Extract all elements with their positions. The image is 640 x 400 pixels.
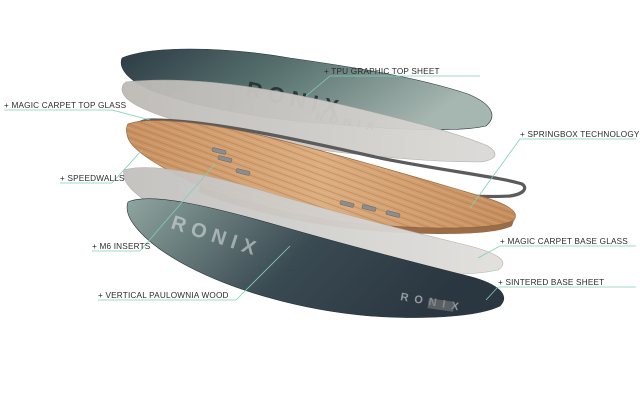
leader-vertical-paulownia-wood [98,245,291,301]
base-logo-patch [427,298,455,312]
label-magic-carpet-top-glass: + MAGIC CARPET TOP GLASS [4,101,127,110]
leader-springbox-technology [469,138,636,209]
label-springbox-technology: + SPRINGBOX TECHNOLOGY [520,130,640,139]
magic-carpet-top-glass-layer [121,79,496,163]
leader-lines [4,75,636,301]
label-speedwalls: + SPEEDWALLS [60,174,125,183]
leader-sintered-base-sheet [485,286,636,301]
label-sintered-base-sheet: + SINTERED BASE SHEET [498,278,605,287]
leader-magic-carpet-base-glass [477,245,636,259]
leader-m6-inserts [92,163,216,252]
leader-speedwalls [60,149,143,184]
label-tpu-graphic-top-sheet: + TPU GRAPHIC TOP SHEET [324,67,440,76]
m6-inserts [211,147,401,218]
leader-magic-carpet-top-glass [4,109,151,121]
leader-tpu-graphic-top-sheet [305,75,480,97]
label-magic-carpet-base-glass: + MAGIC CARPET BASE GLASS [500,237,628,246]
sintered-base-sheet-layer: RONIX RONIX [126,198,505,318]
label-m6-inserts: + M6 INSERTS [92,242,151,251]
label-vertical-paulownia-wood: + VERTICAL PAULOWNIA WOOD [98,291,229,300]
